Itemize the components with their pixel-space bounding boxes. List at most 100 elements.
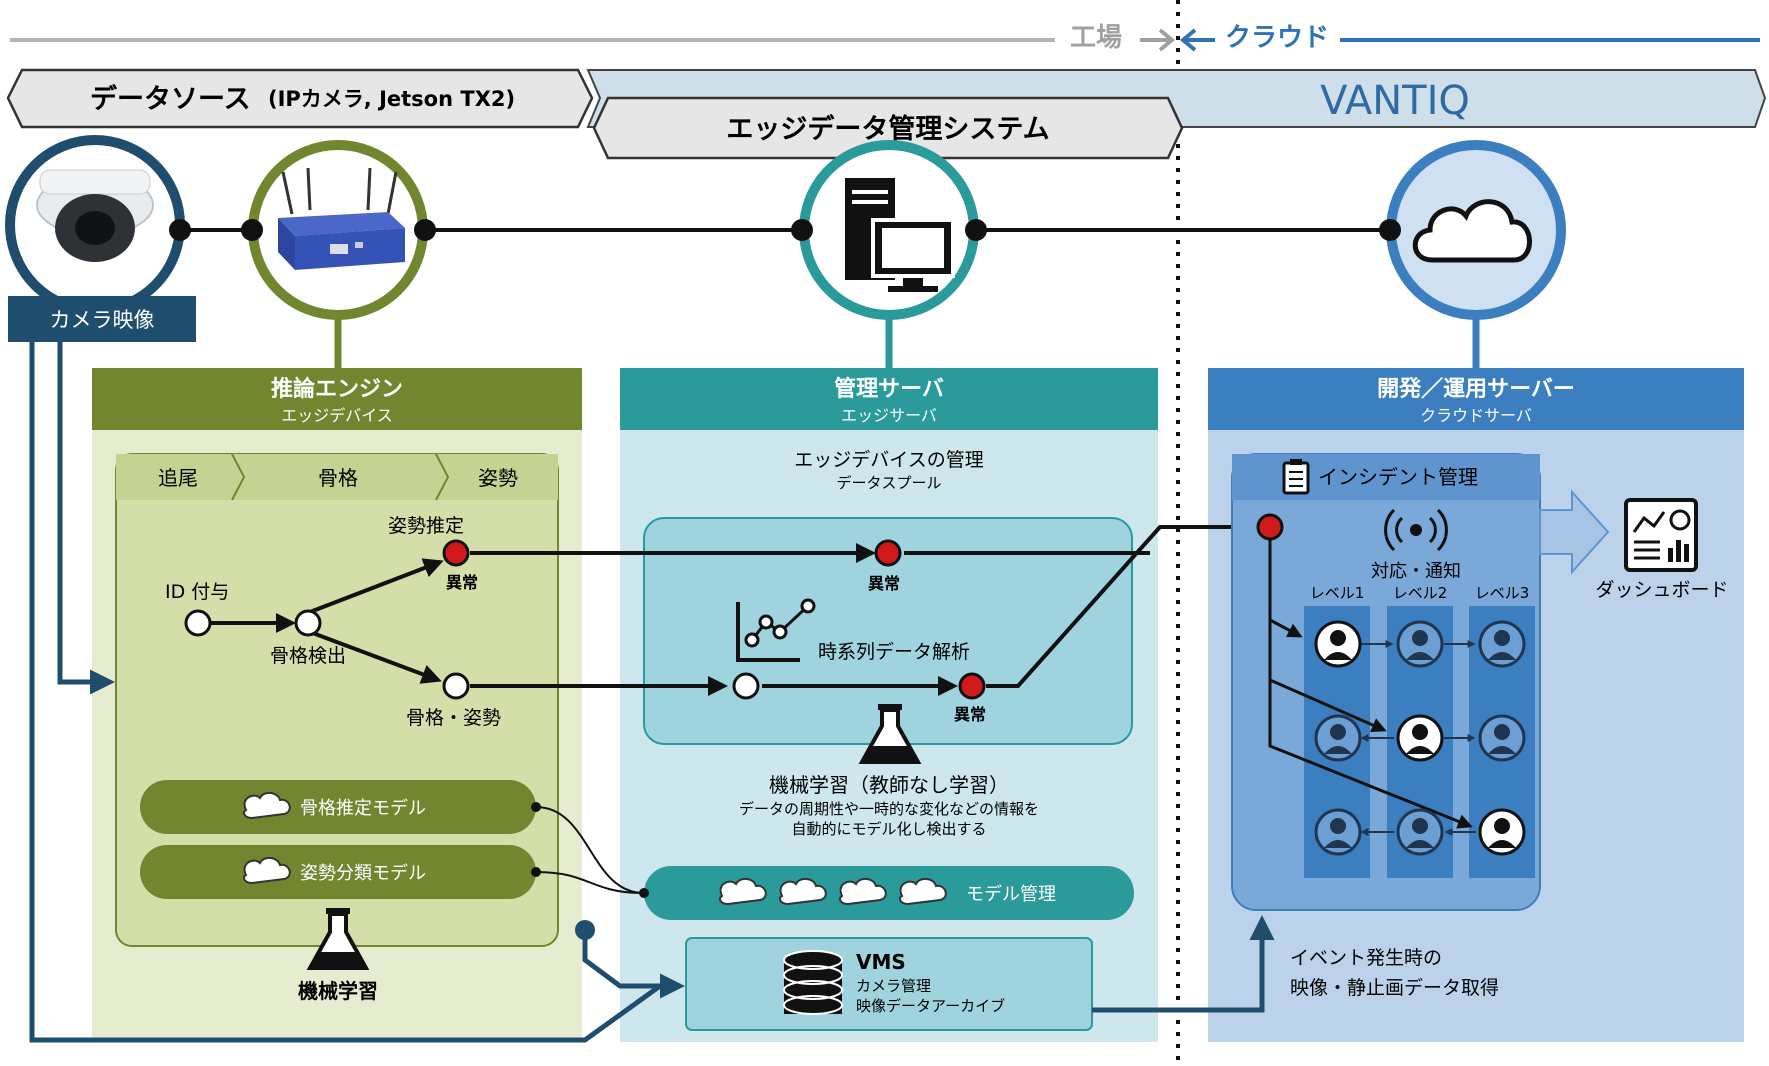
vms-line1: カメラ管理 [856,977,931,995]
person-icon [1478,714,1526,762]
cloud-header [1208,368,1744,430]
step-separator [435,453,450,501]
event-line2: 映像・静止画データ取得 [1290,977,1499,999]
step-skeleton: 骨格 [318,466,358,490]
incident-label: インシデント管理 [1318,465,1478,489]
clipboard-icon [1282,459,1310,495]
cloud-label: クラウド [1225,23,1329,53]
ts-analysis-label: 時系列データ解析 [818,641,970,663]
cloud-anomaly-node [1256,513,1284,541]
brain-icon [719,878,767,906]
camera-feed-arrow [57,342,115,695]
flask-icon [858,704,922,764]
edge-system-title: エッジデータ管理システム [726,113,1049,145]
node [414,219,436,241]
node [791,219,813,241]
node [1379,219,1401,241]
level-label: レベル1 [1310,584,1365,602]
flow-arrow [309,558,444,614]
level-label: レベル3 [1475,584,1530,602]
brain-icon [243,857,291,885]
node [241,219,263,241]
camera-feed-line [29,342,662,1043]
person-icon [1396,714,1444,762]
datasource-subtitle: (IPカメラ, Jetson TX2) [268,87,515,111]
camera-icon [36,169,154,262]
model-mgmt-pill [644,866,1134,920]
brain-icon [899,878,947,906]
server-anomaly-node [874,539,902,567]
person-icon [1314,808,1362,856]
brain-icon [779,878,827,906]
anomaly-label: 異常 [868,574,900,593]
edge-system-banner [592,96,1184,160]
notify-label: 対応・通知 [1371,561,1461,582]
brain-icon [839,878,887,906]
node [575,920,595,940]
inference-subtitle: エッジデバイス [281,406,393,425]
database-icon [783,950,843,1015]
person-icon [1314,620,1362,668]
skeleton-detect-node [294,609,322,637]
id-node [184,609,212,637]
node [965,219,987,241]
camera-label-box [8,296,196,342]
server-subtitle: エッジサーバ [841,406,937,425]
node [169,219,191,241]
ml-label: 機械学習 [298,979,378,1003]
datasource-title: データソース [90,83,251,115]
broadcast-icon [1384,508,1448,552]
dashboard-icon [1624,498,1698,572]
step-pose: 姿勢 [478,466,518,490]
event-line1: イベント発生時の [1290,947,1442,969]
person-icon [1478,808,1526,856]
anomaly-label: 異常 [446,573,478,592]
pose-estimate-label: 姿勢推定 [388,515,464,537]
step-separator [231,453,246,501]
device-mgmt-label: エッジデバイスの管理 [794,449,983,471]
model-mgmt-label: モデル管理 [966,884,1056,905]
server-header [620,368,1158,430]
arrow-left-icon [1179,28,1215,52]
pose-anomaly-node [442,539,470,567]
step-tracking: 追尾 [158,466,198,490]
person-icon [1396,808,1444,856]
person-icon [1314,714,1362,762]
person-icon [1396,620,1444,668]
vms-title: VMS [856,950,906,974]
skeleton-pose-node [442,672,470,700]
flow-arrow [986,517,1252,688]
skeleton-pose-label: 骨格・姿勢 [406,707,501,729]
ts-input-node [732,672,760,700]
inference-title: 推論エンジン [271,376,403,402]
computer-icon [845,178,955,292]
ml-desc-line1: データの周期性や一時的な変化などの情報を [739,800,1039,818]
jetson-device-icon [278,167,405,270]
node [639,888,649,898]
event-data-arrow [1092,915,1275,1013]
model-link [535,871,645,894]
id-label: ID 付与 [165,581,229,603]
pose-model-label: 姿勢分類モデル [300,863,426,884]
cloud-icon [1412,199,1532,263]
camera-label: カメラ映像 [50,308,155,332]
route-arrow [1268,680,1473,829]
step-bar [116,454,558,500]
person-icon [1478,620,1526,668]
inference-header [92,368,582,430]
dashboard-arrow [1539,489,1610,575]
datasource-banner [6,68,594,129]
skeleton-detect-label: 骨格検出 [270,645,346,667]
flow-arrow [309,630,442,684]
vantiq-logo: VANTIQ [1320,78,1470,124]
dashboard-label: ダッシュボード [1595,579,1728,601]
vms-input-arrow [582,930,685,999]
line-chart-icon [736,598,816,662]
flask-icon [306,908,370,970]
pose-model-pill [140,845,536,899]
ts-anomaly-node [958,672,986,700]
factory-label: 工場 [1070,23,1122,53]
ml-desc-line2: 自動的にモデル化し検出する [791,820,986,838]
anomaly-label: 異常 [954,705,986,724]
arrow-right-icon [1140,28,1176,52]
